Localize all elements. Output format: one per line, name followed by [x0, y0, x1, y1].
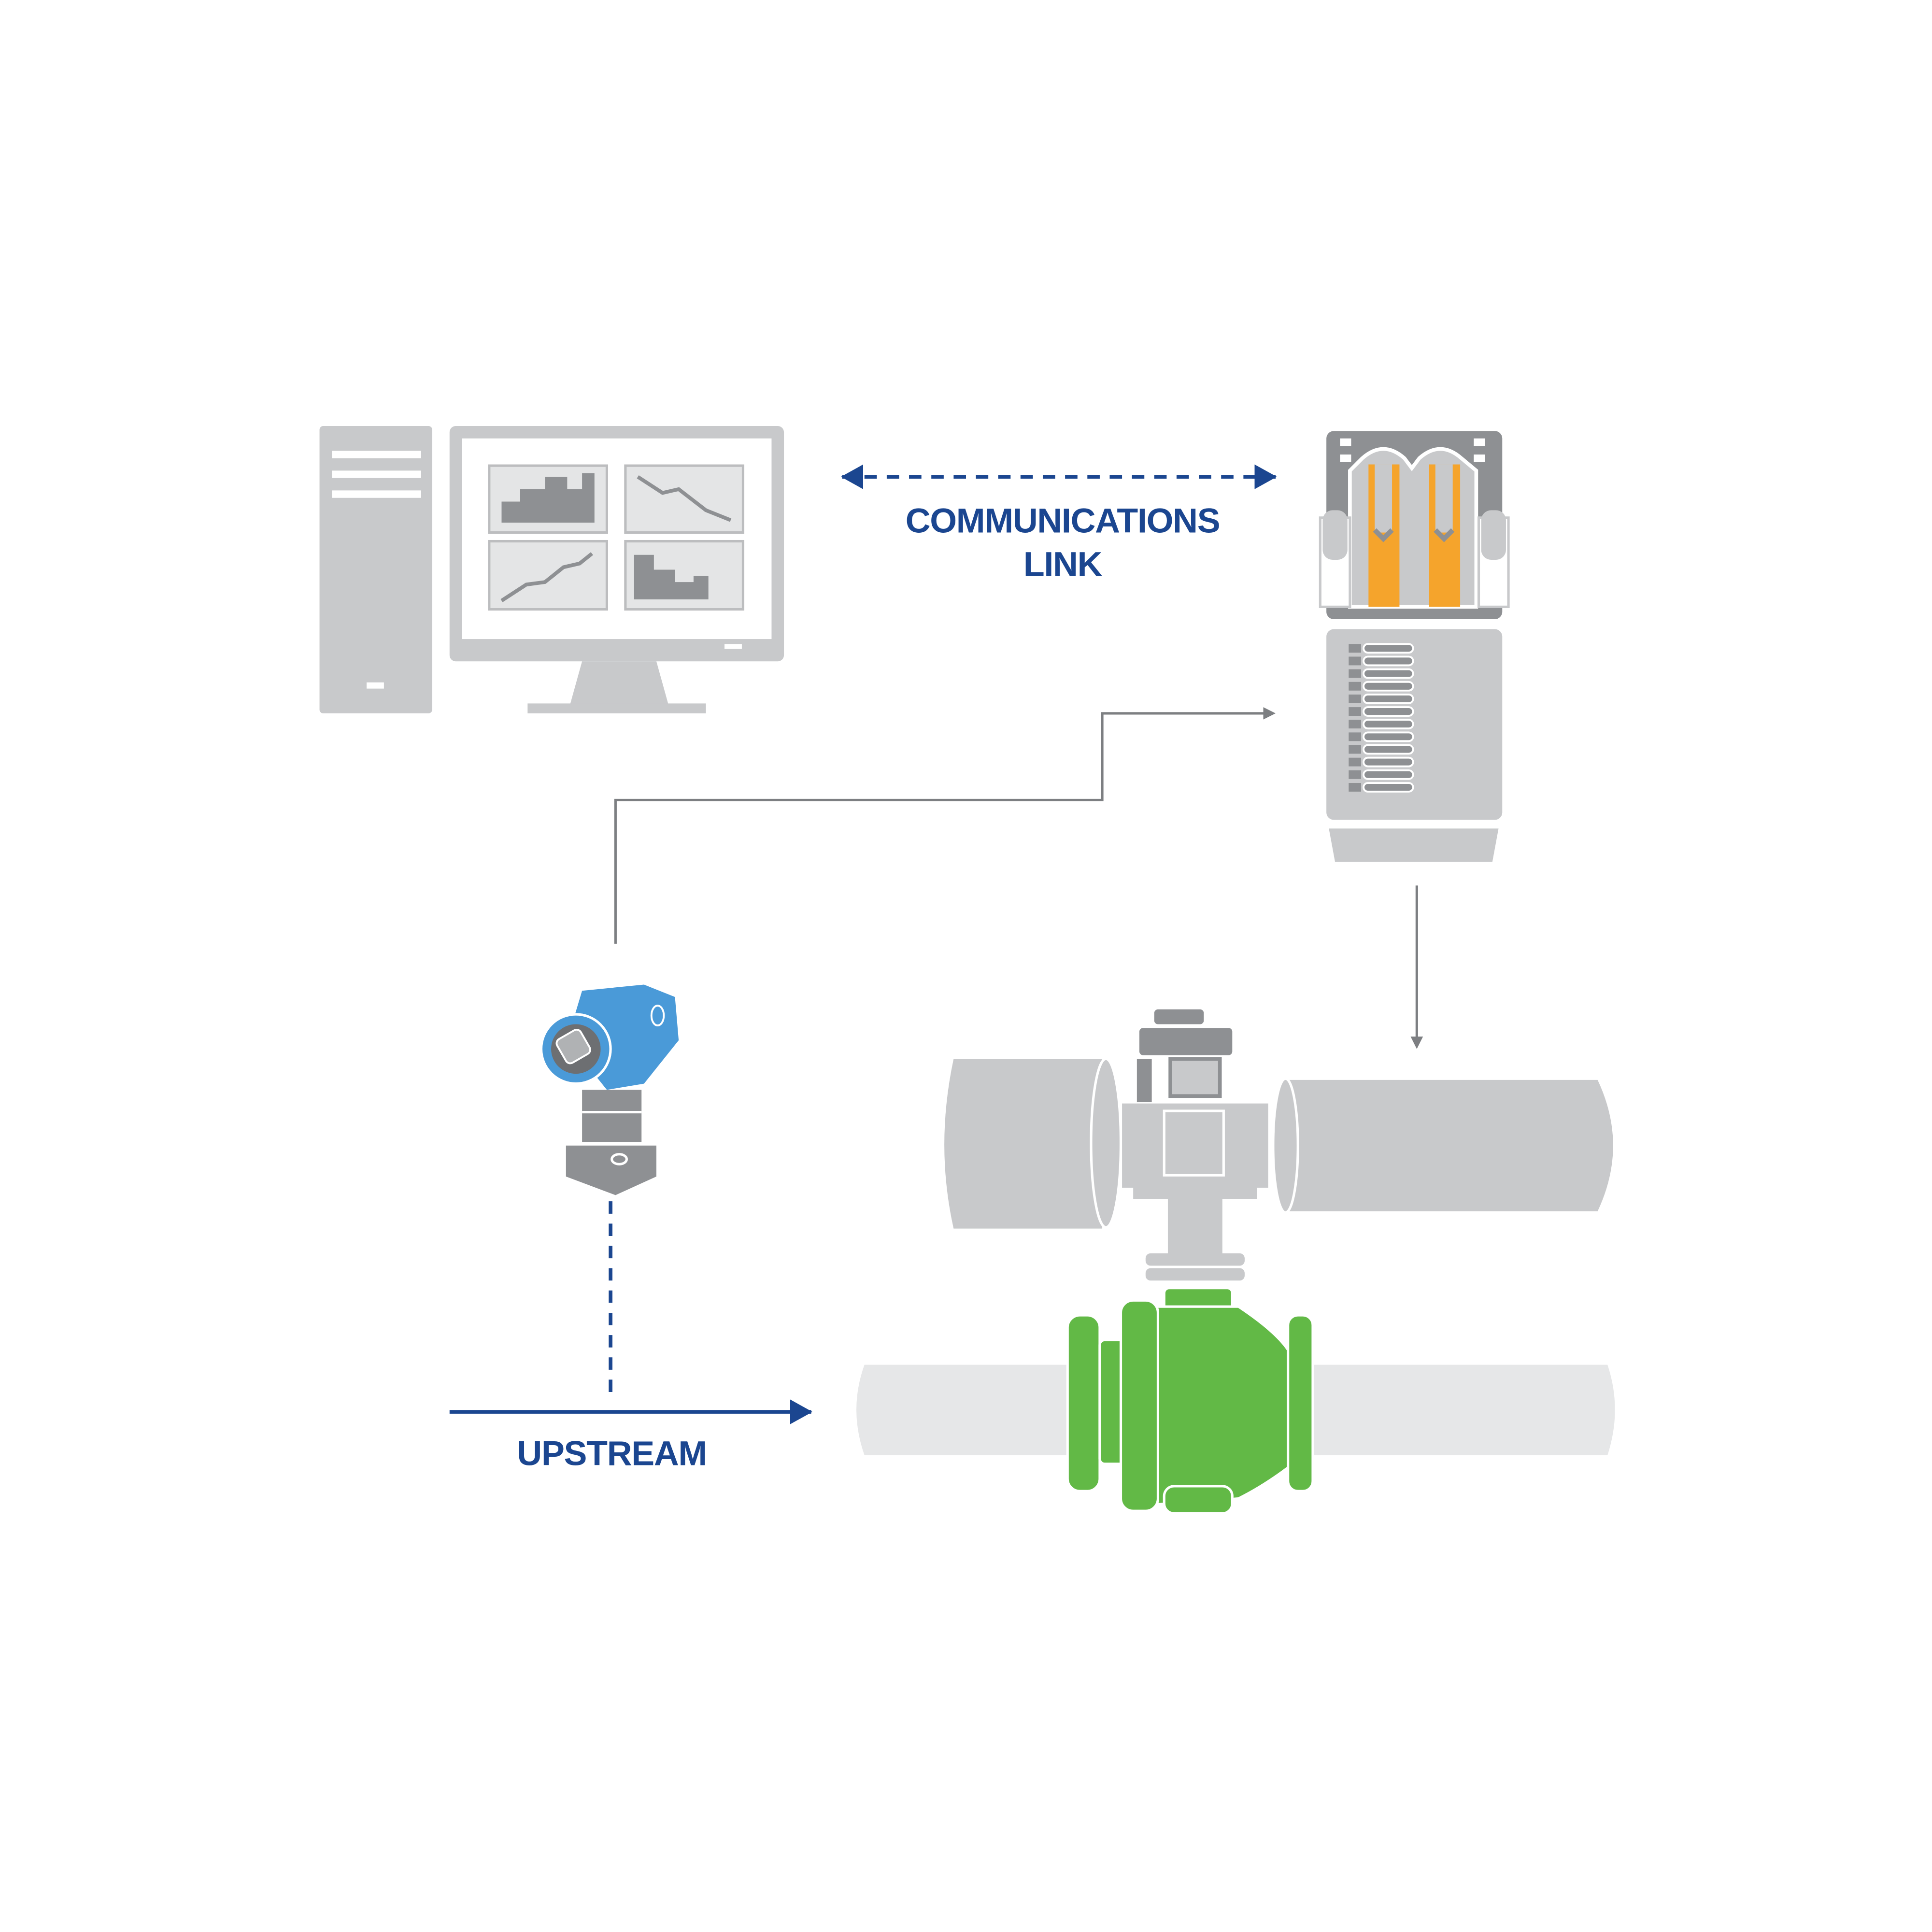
terminal-block	[1349, 757, 1361, 767]
communications-link-label-line1: COMMUNICATIONS	[906, 502, 1220, 540]
computer-workstation-icon	[319, 426, 784, 713]
terminal-block	[1349, 694, 1361, 703]
transmitter-signal-line	[614, 707, 1276, 944]
terminal-slot	[1363, 769, 1414, 780]
terminal-block	[1349, 644, 1361, 653]
terminal-block	[1349, 656, 1361, 666]
terminal-block	[1349, 732, 1361, 741]
terminal-block	[1349, 669, 1361, 678]
terminal-block	[1349, 770, 1361, 779]
terminal-slot	[1363, 731, 1414, 742]
terminal-slot	[1363, 744, 1414, 755]
terminal-block	[1349, 745, 1361, 754]
upstream-label: UPSTREAM	[517, 1434, 707, 1473]
terminal-slot	[1363, 655, 1414, 667]
terminal-block	[1349, 707, 1361, 716]
terminal-slot	[1363, 668, 1414, 679]
terminal-slot	[1363, 694, 1414, 704]
controller-icon	[1319, 431, 1510, 862]
terminal-block	[1349, 720, 1361, 729]
communications-link-label-line2: LINK	[1023, 545, 1103, 583]
terminal-block	[1349, 682, 1361, 691]
terminal-slot	[1363, 782, 1414, 793]
terminal-slot	[1363, 681, 1414, 692]
pressure-transmitter-icon	[540, 984, 679, 1195]
terminal-slot	[1363, 706, 1414, 717]
terminal-slot	[1363, 756, 1414, 767]
terminal-slot	[1363, 719, 1414, 730]
terminal-block	[1349, 783, 1361, 792]
control-valve-icon	[1066, 1287, 1314, 1515]
valve-actuator-icon	[944, 1009, 1613, 1281]
terminal-slot	[1363, 643, 1414, 654]
terminal-rows	[1349, 643, 1414, 793]
